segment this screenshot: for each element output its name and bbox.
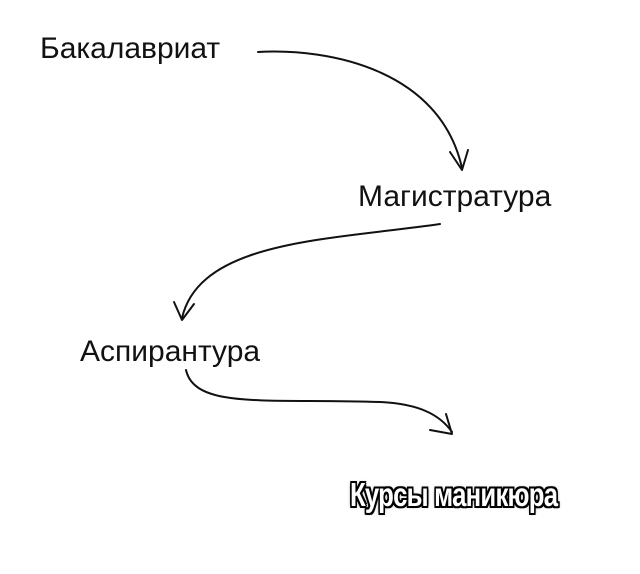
step-manicure-courses: Курсы маникюра [350, 476, 558, 513]
step-bachelor: Бакалавриат [40, 32, 221, 65]
arrow-phd-to-manicure [185, 369, 453, 435]
arrow-bachelor-to-master [257, 50, 469, 171]
step-master: Магистратура [358, 180, 552, 213]
arrow-master-to-phd [173, 223, 441, 321]
step-phd: Аспирантура [80, 335, 261, 368]
